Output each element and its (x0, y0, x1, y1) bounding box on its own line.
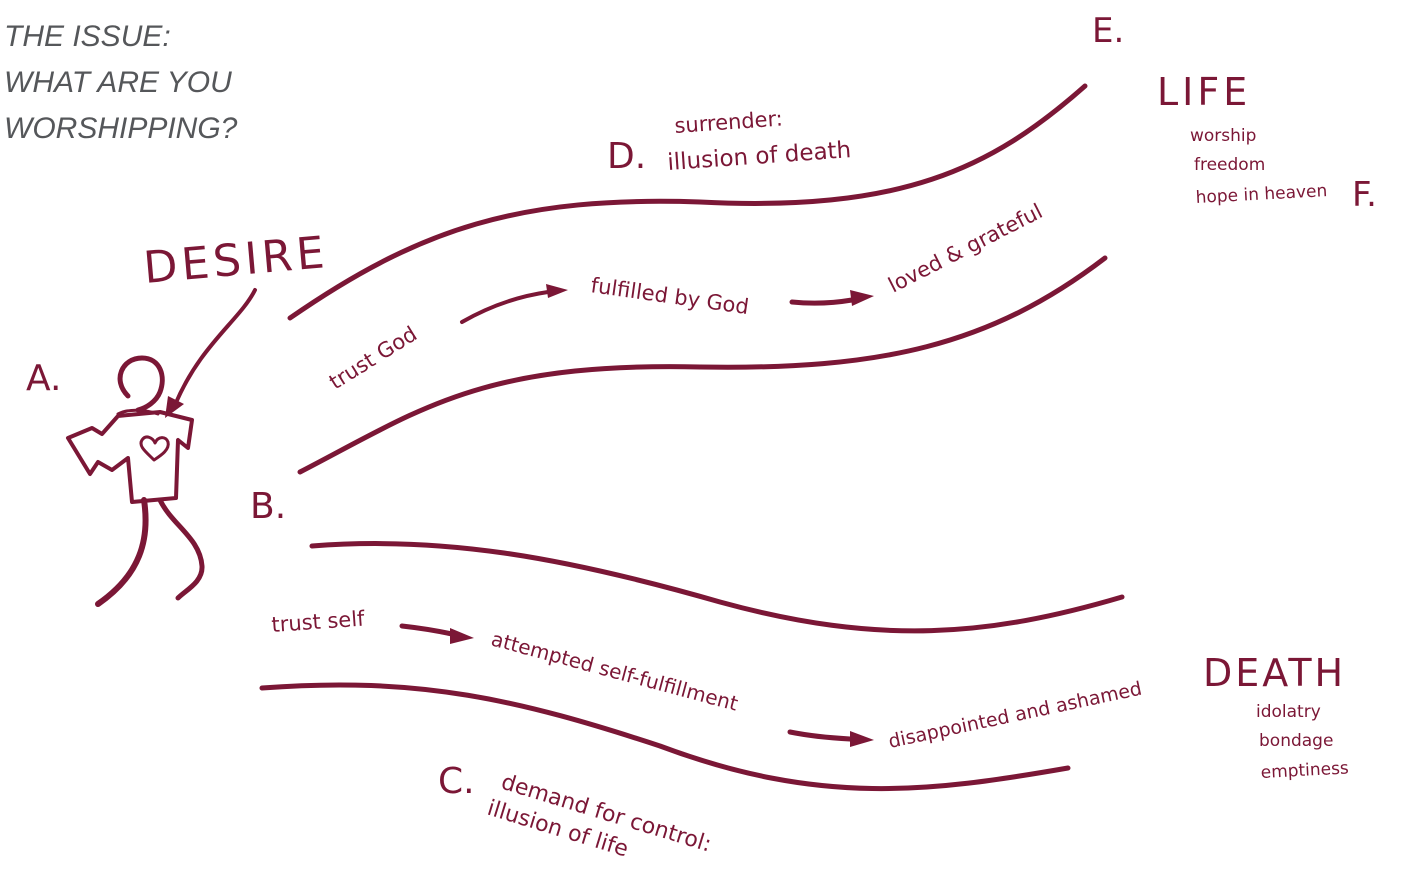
marker-a: A. (26, 358, 61, 399)
upper-path (287, 83, 1108, 475)
title-line-1: THE ISSUE: (4, 20, 171, 53)
marker-f: F. (1352, 175, 1377, 215)
lower-path (259, 541, 1125, 792)
death-item: bondage (1259, 731, 1333, 751)
life-item: hope in heaven (1195, 181, 1328, 208)
upper-arrow-2 (789, 290, 874, 306)
desire-arrow (165, 288, 257, 418)
marker-e: E. (1092, 11, 1124, 51)
marker-b: B. (250, 486, 286, 527)
upper-step-2: fulfilled by God (589, 273, 750, 319)
lower-arrow-1 (399, 623, 474, 644)
lower-step-3: disappointed and ashamed (886, 678, 1143, 753)
lower-step-2: attempted self-fulfillment (489, 627, 741, 716)
life-item: worship (1190, 126, 1256, 146)
lower-path-bottom-curve (259, 682, 1071, 792)
title-line-3: WORSHIPPING? (4, 112, 238, 145)
marker-c: C. (438, 761, 475, 802)
life-heading: LIFE (1157, 70, 1251, 114)
life-item: freedom (1194, 155, 1265, 175)
upper-step-1: trust God (325, 322, 421, 395)
title-block: THE ISSUE: WHAT ARE YOU WORSHIPPING? (4, 20, 238, 145)
desire-heading: DESIRE (142, 227, 331, 294)
heart-icon (139, 435, 170, 462)
lower-step-1: trust self (271, 607, 366, 637)
death-heading: DEATH (1203, 651, 1346, 695)
upper-top-label-2: illusion of death (667, 137, 852, 176)
marker-d: D. (607, 136, 646, 177)
title-line-2: WHAT ARE YOU (4, 66, 232, 99)
life-block: LIFE worship freedom hope in heaven (1157, 70, 1328, 208)
lower-path-top-curve (309, 541, 1125, 634)
death-item: emptiness (1260, 758, 1349, 783)
upper-path-top-curve (287, 83, 1088, 321)
upper-path-bottom-curve (297, 255, 1108, 475)
upper-top-label-1: surrender: (674, 106, 784, 138)
lower-arrow-2 (787, 729, 874, 747)
stick-figure (66, 355, 205, 607)
upper-arrow-1 (460, 284, 568, 324)
death-item: idolatry (1256, 702, 1321, 722)
death-block: DEATH idolatry bondage emptiness (1203, 651, 1349, 783)
upper-step-3: loved & grateful (884, 199, 1046, 297)
